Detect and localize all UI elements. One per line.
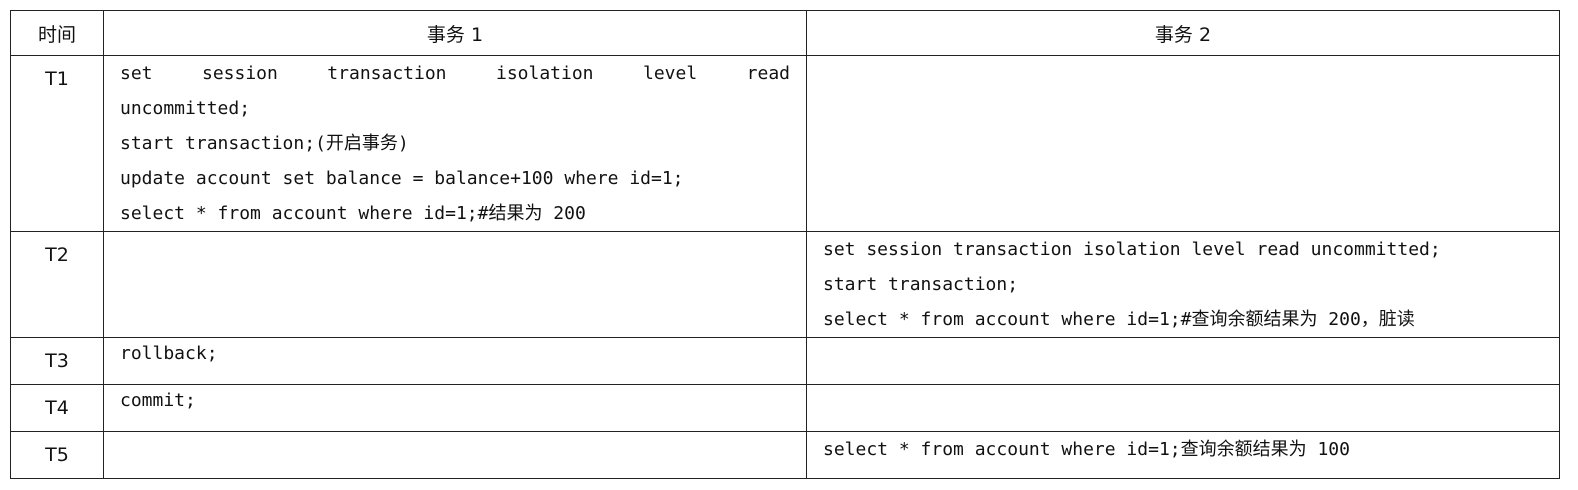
tx2-cell: set session transaction isolation level … <box>806 231 1560 338</box>
table-row-t3: T3 rollback; <box>10 337 1560 385</box>
header-transaction-2: 事务 2 <box>806 10 1560 56</box>
code-line: uncommitted; <box>120 98 251 119</box>
code-line: commit; <box>120 390 196 411</box>
table-row-t1: T1 set session transaction isolation lev… <box>10 55 1560 232</box>
tx1-cell: rollback; <box>103 337 807 385</box>
tx1-cell: set session transaction isolation level … <box>103 55 807 232</box>
code-line: update account set balance = balance+100… <box>120 168 684 189</box>
time-cell: T1 <box>10 55 104 232</box>
header-transaction-1: 事务 1 <box>103 10 807 56</box>
time-cell: T3 <box>10 337 104 385</box>
code-line: set session transaction isolation level … <box>823 239 1441 260</box>
tx1-cell: commit; <box>103 384 807 432</box>
tx2-cell <box>806 337 1560 385</box>
tx2-cell <box>806 384 1560 432</box>
code-line: select * from account where id=1;查询余额结果为… <box>823 439 1350 460</box>
code-line: start transaction;(开启事务) <box>120 133 409 154</box>
code-line: select * from account where id=1;#结果为 20… <box>120 203 586 224</box>
code-line: rollback; <box>120 343 218 364</box>
header-row: 时间 事务 1 事务 2 <box>10 10 1560 56</box>
table-row-t5: T5 select * from account where id=1;查询余额… <box>10 431 1560 479</box>
tx2-cell: select * from account where id=1;查询余额结果为… <box>806 431 1560 479</box>
tx1-cell <box>103 431 807 479</box>
transaction-table: 时间 事务 1 事务 2 T1 set session transaction … <box>10 10 1560 479</box>
code-line: select * from account where id=1;#查询余额结果… <box>823 309 1415 330</box>
header-time: 时间 <box>10 10 104 56</box>
table-row-t4: T4 commit; <box>10 384 1560 432</box>
tx2-cell <box>806 55 1560 232</box>
tx1-cell <box>103 231 807 338</box>
code-line: start transaction; <box>823 274 1019 295</box>
time-cell: T2 <box>10 231 104 338</box>
time-cell: T5 <box>10 431 104 479</box>
code-line: set session transaction isolation level … <box>120 63 790 84</box>
time-cell: T4 <box>10 384 104 432</box>
table-row-t2: T2 set session transaction isolation lev… <box>10 231 1560 338</box>
